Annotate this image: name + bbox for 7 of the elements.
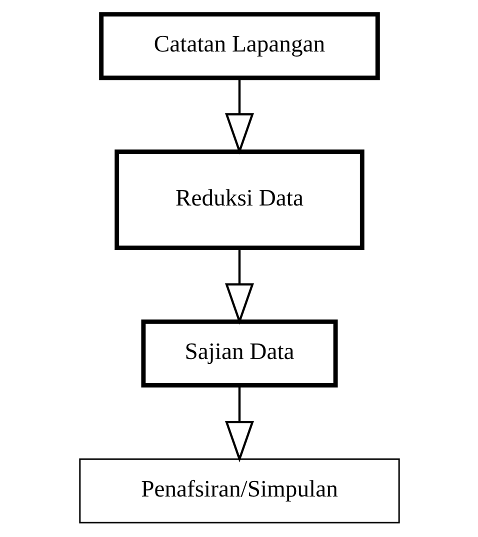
node-box: Penafsiran/Simpulan: [78, 458, 400, 524]
arrow: [224, 78, 254, 155]
node-box: Catatan Lapangan: [98, 12, 380, 80]
arrow: [224, 385, 254, 462]
node-box: Reduksi Data: [114, 150, 364, 250]
node-box: Sajian Data: [140, 319, 338, 388]
arrow: [224, 248, 254, 325]
